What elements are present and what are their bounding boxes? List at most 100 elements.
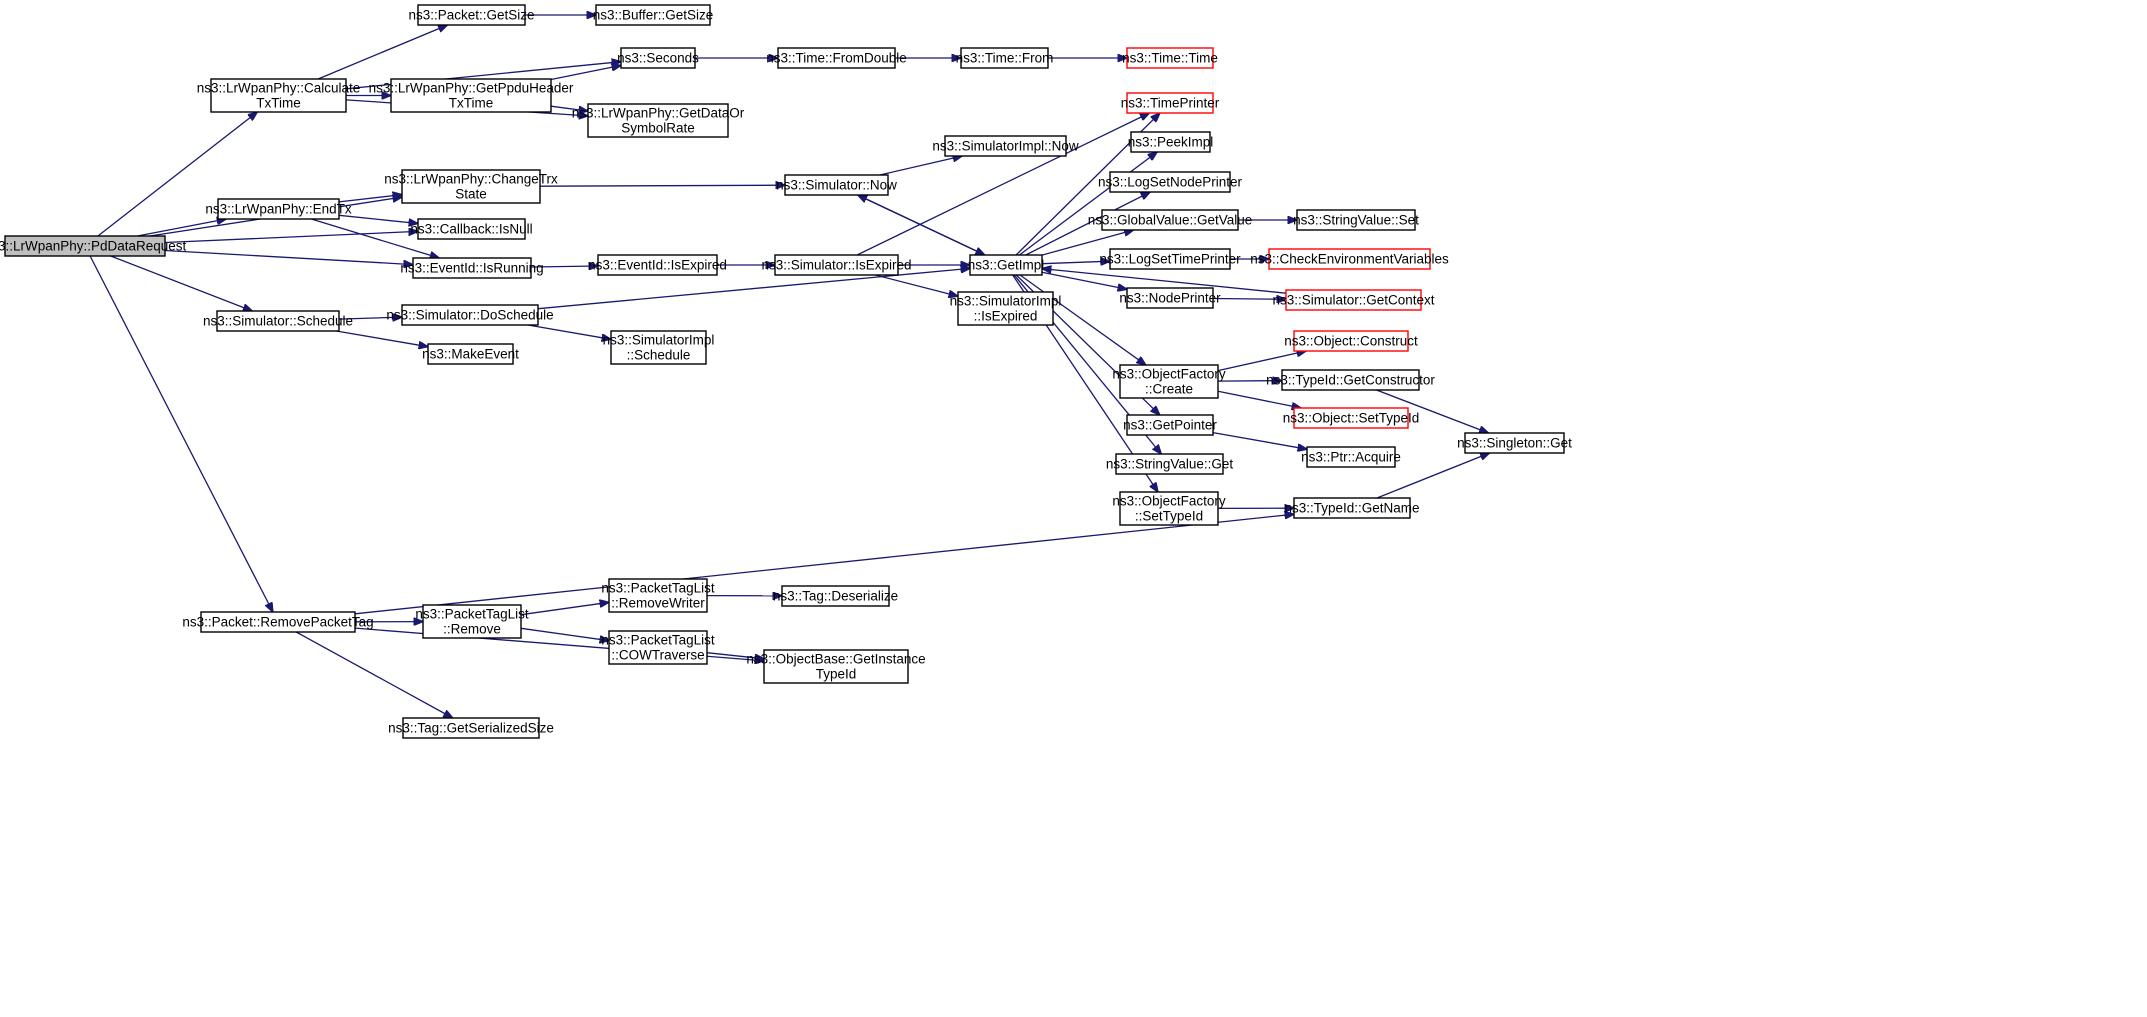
node-box[interactable] [422, 604, 522, 639]
node-box[interactable] [763, 649, 909, 684]
node-box[interactable] [781, 585, 890, 607]
node-n44[interactable]: ns3::PacketTagList::Remove [415, 604, 529, 639]
node-box[interactable] [1126, 47, 1214, 69]
node-n11[interactable]: ns3::SimulatorImpl::Now [932, 135, 1079, 157]
node-box[interactable] [957, 291, 1054, 326]
node-n7[interactable]: ns3::Time::Time [1122, 47, 1218, 69]
node-n46[interactable]: ns3::Tag::Deserialize [773, 585, 898, 607]
node-n40[interactable]: ns3::StringValue::Get [1106, 453, 1234, 475]
node-box[interactable] [1293, 407, 1409, 429]
node-n6[interactable]: ns3::Time::From [956, 47, 1054, 69]
node-box[interactable] [1109, 171, 1231, 193]
node-n26[interactable]: ns3::NodePrinter [1119, 287, 1221, 309]
node-n18[interactable]: ns3::StringValue::Set [1293, 209, 1419, 231]
node-box[interactable] [417, 218, 526, 240]
node-n35[interactable]: ns3::TypeId::GetConstructor [1266, 369, 1435, 391]
node-n14[interactable]: ns3::Simulator::Now [776, 174, 897, 196]
node-box[interactable] [1306, 446, 1396, 468]
node-box[interactable] [969, 254, 1043, 276]
root-node-box[interactable] [4, 235, 166, 257]
node-n15[interactable]: ns3::LrWpanPhy::EndTx [205, 198, 352, 220]
node-box[interactable] [595, 4, 711, 26]
node-n47[interactable]: ns3::PacketTagList::COWTraverse [601, 630, 715, 665]
node-n37[interactable]: ns3::GetPointer [1123, 414, 1217, 436]
node-box[interactable] [1101, 209, 1239, 231]
node-n29[interactable]: ns3::Simulator::Schedule [203, 310, 353, 332]
node-box[interactable] [216, 310, 340, 332]
node-box[interactable] [1464, 432, 1565, 454]
node-box[interactable] [1296, 209, 1416, 231]
node-box[interactable] [944, 135, 1067, 157]
node-n10[interactable]: ns3::TimePrinter [1121, 92, 1220, 114]
node-box[interactable] [1285, 289, 1422, 311]
node-box[interactable] [401, 304, 539, 326]
node-n25[interactable]: ns3::CheckEnvironmentVariables [1250, 248, 1449, 270]
node-box[interactable] [1126, 414, 1214, 436]
node-n31[interactable]: ns3::MakeEvent [422, 343, 519, 365]
node-box[interactable] [427, 343, 514, 365]
node-box[interactable] [1130, 131, 1211, 153]
node-box[interactable] [1126, 92, 1214, 114]
node-n27[interactable]: ns3::Simulator::GetContext [1272, 289, 1435, 311]
node-n36[interactable]: ns3::Object::SetTypeId [1283, 407, 1420, 429]
node-n32[interactable]: ns3::SimulatorImpl::Schedule [603, 330, 715, 365]
node-box[interactable] [1119, 491, 1219, 526]
node-n17[interactable]: ns3::GlobalValue::GetValue [1088, 209, 1253, 231]
node-n42[interactable]: ns3::TypeId::GetName [1284, 497, 1420, 519]
node-box[interactable] [608, 578, 708, 613]
node-box[interactable] [774, 254, 899, 276]
node-box[interactable] [217, 198, 340, 220]
node-n5[interactable]: ns3::Time::FromDouble [766, 47, 907, 69]
node-box[interactable] [412, 257, 532, 279]
node-n38[interactable]: ns3::Singleton::Get [1457, 432, 1572, 454]
node-box[interactable] [210, 78, 347, 113]
node-box[interactable] [610, 330, 707, 365]
node-n16[interactable]: ns3::LogSetNodePrinter [1098, 171, 1243, 193]
node-n19[interactable]: ns3::Callback::IsNull [410, 218, 533, 240]
node-box[interactable] [777, 47, 896, 69]
node-n28[interactable]: ns3::SimulatorImpl::IsExpired [950, 291, 1062, 326]
node-n34[interactable]: ns3::ObjectFactory::Create [1112, 364, 1226, 399]
node-n2[interactable]: ns3::Packet::GetSize [408, 4, 535, 26]
node-box[interactable] [1293, 330, 1409, 352]
node-box[interactable] [401, 169, 541, 204]
node-n3[interactable]: ns3::Buffer::GetSize [593, 4, 714, 26]
node-n39[interactable]: ns3::Ptr::Acquire [1301, 446, 1401, 468]
node-box[interactable] [587, 103, 729, 138]
node-n22[interactable]: ns3::Simulator::IsExpired [761, 254, 912, 276]
node-n0[interactable]: ns3::LrWpanPhy::PdDataRequest [0, 235, 187, 257]
node-n12[interactable]: ns3::PeekImpl [1128, 131, 1214, 153]
node-n4[interactable]: ns3::Seconds [617, 47, 699, 69]
node-n33[interactable]: ns3::Object::Construct [1284, 330, 1418, 352]
node-box[interactable] [1115, 453, 1224, 475]
node-n41[interactable]: ns3::ObjectFactory::SetTypeId [1112, 491, 1226, 526]
node-box[interactable] [597, 254, 718, 276]
node-box[interactable] [1293, 497, 1411, 519]
node-n49[interactable]: ns3::Tag::GetSerializedSize [388, 717, 554, 739]
node-n30[interactable]: ns3::Simulator::DoSchedule [386, 304, 554, 326]
node-n23[interactable]: ns3::GetImpl [968, 254, 1045, 276]
node-box[interactable] [1119, 364, 1219, 399]
node-box[interactable] [960, 47, 1049, 69]
node-n24[interactable]: ns3::LogSetTimePrinter [1099, 248, 1241, 270]
node-n21[interactable]: ns3::EventId::IsExpired [588, 254, 727, 276]
node-box[interactable] [390, 78, 552, 113]
node-box[interactable] [1109, 248, 1231, 270]
node-box[interactable] [1281, 369, 1420, 391]
node-box[interactable] [1268, 248, 1431, 270]
node-box[interactable] [402, 717, 540, 739]
node-box[interactable] [1126, 287, 1214, 309]
node-n45[interactable]: ns3::PacketTagList::RemoveWriter [601, 578, 715, 613]
node-box[interactable] [200, 611, 356, 633]
node-box[interactable] [608, 630, 708, 665]
node-box[interactable] [417, 4, 526, 26]
node-n20[interactable]: ns3::EventId::IsRunning [400, 257, 544, 279]
node-n43[interactable]: ns3::Packet::RemovePacketTag [182, 611, 374, 633]
node-box[interactable] [784, 174, 889, 196]
node-box[interactable] [620, 47, 696, 69]
